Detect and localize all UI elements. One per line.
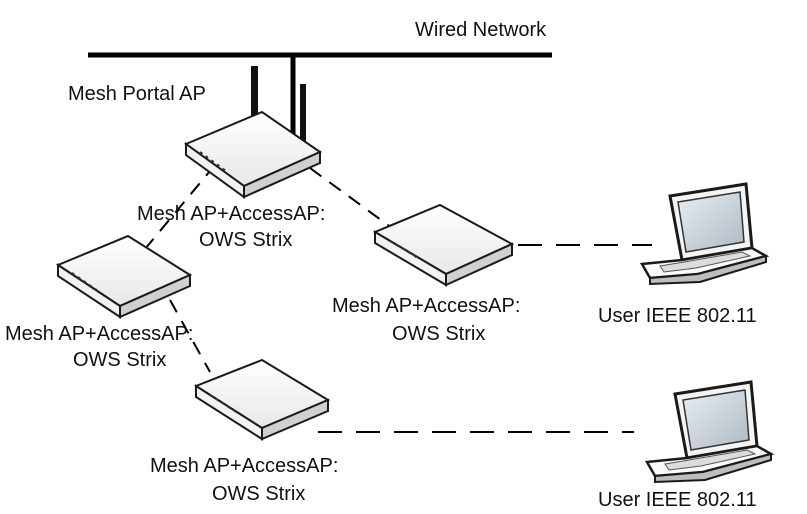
client-links (318, 244, 652, 433)
mesh-ap-device-bottom (193, 358, 331, 441)
mesh-link-portal-left (139, 164, 216, 256)
mesh-ap-label-right-line1: Mesh AP+AccessAP: (332, 295, 520, 317)
mesh-ap-label-right-line2: OWS Strix (392, 323, 485, 345)
wired-network-label: Wired Network (415, 19, 547, 41)
mesh-link-left-bottom (169, 299, 211, 373)
mesh-ap-label-bottom-line1: Mesh AP+AccessAP: (150, 455, 338, 477)
mesh-ap-label-left-line2: OWS Strix (73, 349, 166, 371)
mesh-ap-device-right (372, 203, 515, 287)
mesh-ap-label-top-line2: OWS Strix (199, 229, 292, 251)
mesh-portal-ap-label: Mesh Portal AP (68, 83, 206, 105)
antenna-right-icon (300, 84, 306, 142)
mesh-ap-device-left (55, 234, 193, 319)
mesh-ap-label-left-line1: Mesh AP+AccessAP: (5, 323, 193, 345)
laptop-icon-1 (639, 182, 770, 286)
mesh-portal-ap-device (183, 66, 323, 199)
mesh-ap-label-bottom-line2: OWS Strix (212, 483, 305, 505)
client-label-2: User IEEE 802.11 (598, 489, 757, 511)
laptop-icon-2 (644, 380, 775, 484)
client-label-1: User IEEE 802.11 (598, 305, 757, 327)
mesh-ap-label-top-line1: Mesh AP+AccessAP: (137, 203, 325, 225)
antenna-left-icon (251, 66, 258, 136)
mesh-link-portal-right (309, 167, 393, 229)
mesh-links (139, 164, 393, 373)
